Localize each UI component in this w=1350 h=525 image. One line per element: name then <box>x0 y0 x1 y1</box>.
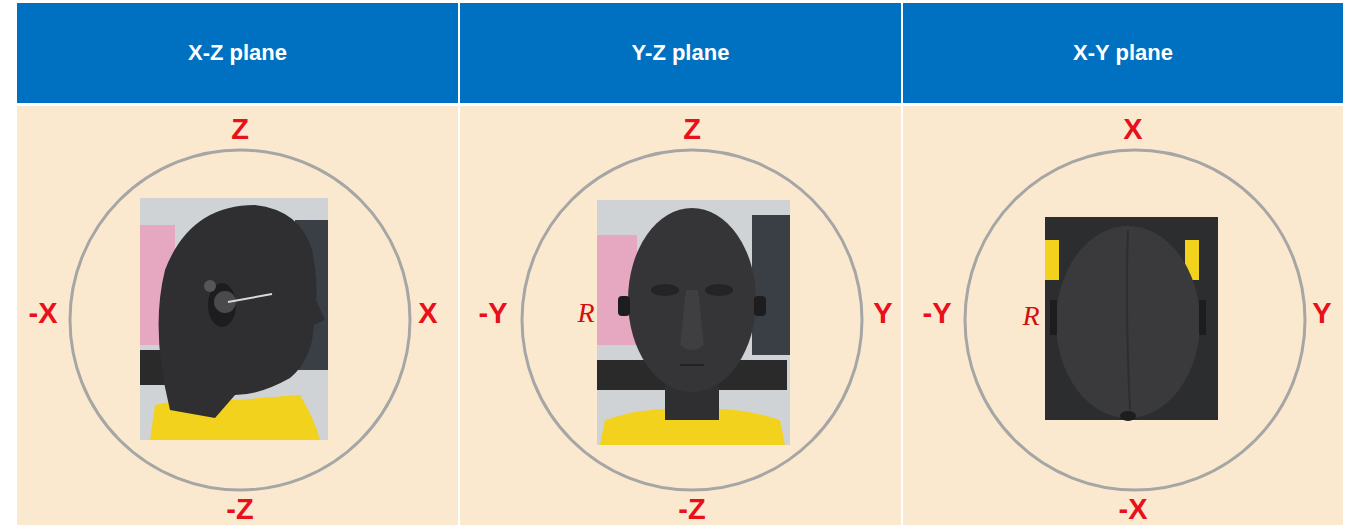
axis-label: -Z <box>226 494 253 523</box>
panel-ground <box>17 106 458 525</box>
plane-circle <box>522 150 862 490</box>
header-text: X-Y plane <box>1073 40 1173 66</box>
panel-ground <box>460 106 901 525</box>
header-text: Y-Z plane <box>632 40 730 66</box>
axis-label: Z <box>231 115 249 144</box>
axis-label: -Z <box>678 494 705 523</box>
header-band: X-Z plane <box>17 3 458 103</box>
axis-label: Y <box>1312 299 1331 328</box>
axis-label: -Y <box>923 299 952 328</box>
axis-label: Y <box>873 299 892 328</box>
header-band: X-Y plane <box>903 3 1343 103</box>
axis-label: X <box>418 299 437 328</box>
top-view-photo <box>1045 217 1218 421</box>
axis-label: -X <box>1119 494 1148 523</box>
axis-label: -Y <box>479 299 508 328</box>
header-band: Y-Z plane <box>460 3 901 103</box>
side-marker: R <box>1022 302 1039 330</box>
plane-circle <box>70 150 410 490</box>
axis-label: -X <box>29 299 58 328</box>
header-text: X-Z plane <box>188 40 287 66</box>
side-marker: R <box>577 299 594 327</box>
side-view-photo <box>140 198 328 440</box>
front-view-photo <box>597 200 790 445</box>
axis-label: X <box>1123 115 1142 144</box>
axis-label: Z <box>683 115 701 144</box>
panel-ground <box>903 106 1343 525</box>
plane-circle <box>965 150 1305 490</box>
